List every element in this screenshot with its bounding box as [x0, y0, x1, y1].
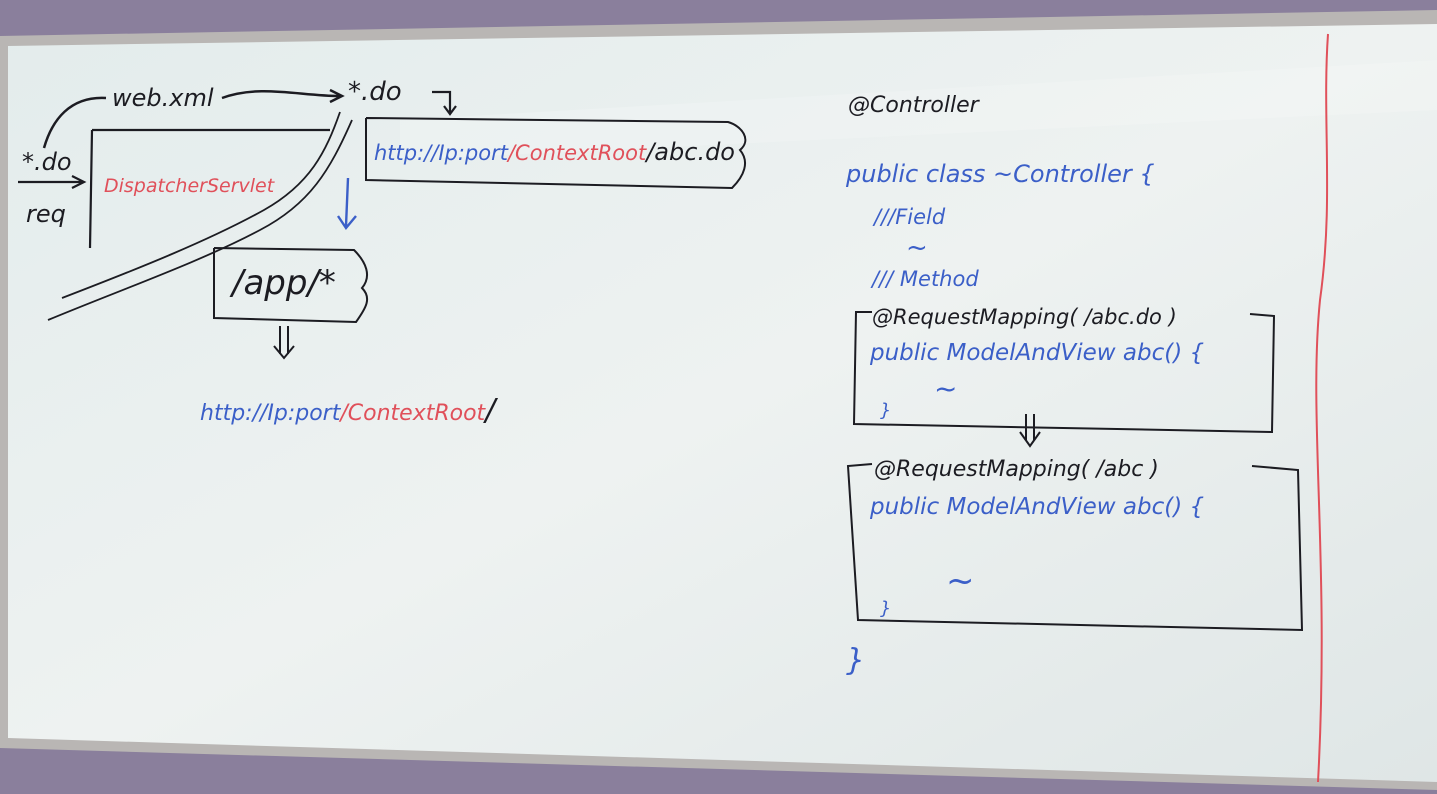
web-xml-arrow-left	[42, 96, 107, 149]
app-box	[213, 247, 369, 324]
top-url: http://Ip:port/ContextRoot/abc.do	[374, 138, 735, 166]
mapping2-box	[846, 463, 1304, 632]
top-url-suffix: /abc.do	[644, 138, 735, 166]
dispatcher-bracket	[88, 128, 330, 249]
mapping-double-arrow	[1019, 414, 1041, 448]
bottom-url: http://Ip:port/ContextRoot/	[200, 393, 498, 428]
method-comment: /// Method	[870, 267, 979, 291]
mapping1-box	[852, 311, 1276, 434]
mapping2-body: ~	[946, 561, 975, 601]
top-url-context: /ContextRoot	[506, 141, 647, 165]
controller-annotation: @Controller	[848, 93, 981, 118]
pipe-line-2	[61, 111, 341, 299]
mapping2-signature: public ModelAndView abc() {	[869, 494, 1204, 520]
top-url-prefix: http://Ip:port	[374, 141, 509, 165]
do-pattern-label: *.do	[348, 77, 402, 107]
mapping2-close: }	[880, 598, 891, 619]
mapping1-signature: public ModelAndView abc() {	[869, 340, 1204, 366]
dispatcher-servlet-label: DispatcherServlet	[104, 175, 276, 197]
field-comment: ///Field	[872, 205, 946, 229]
class-close-brace: }	[846, 643, 865, 678]
bottom-url-prefix: http://Ip:port	[200, 401, 342, 426]
do-hook-arrow	[432, 90, 457, 116]
class-declaration: public class ~Controller {	[845, 160, 1155, 188]
red-margin-line	[1315, 33, 1329, 783]
double-down-arrow	[273, 326, 295, 360]
app-box-label: /app/*	[229, 263, 336, 303]
board-glare	[400, 60, 1437, 160]
web-xml-label: web.xml	[112, 84, 214, 112]
bottom-url-suffix: /	[482, 393, 498, 428]
whiteboard	[8, 24, 1437, 782]
req-label: req	[26, 200, 66, 228]
web-xml-arrow-right	[221, 88, 345, 104]
mapping2-annotation: @RequestMapping( /abc )	[874, 457, 1159, 482]
incoming-arrow	[18, 175, 87, 189]
top-url-box	[365, 117, 747, 190]
field-tilde: ~	[906, 233, 928, 263]
mapping1-body: ~	[934, 372, 957, 405]
blue-down-arrow	[337, 177, 357, 231]
mapping1-annotation: @RequestMapping( /abc.do )	[872, 305, 1177, 329]
bottom-url-context: /ContextRoot	[338, 401, 486, 426]
pipe-line-1	[47, 119, 353, 321]
mapping1-close: }	[880, 400, 891, 421]
incoming-do-label: *.do	[22, 148, 72, 176]
